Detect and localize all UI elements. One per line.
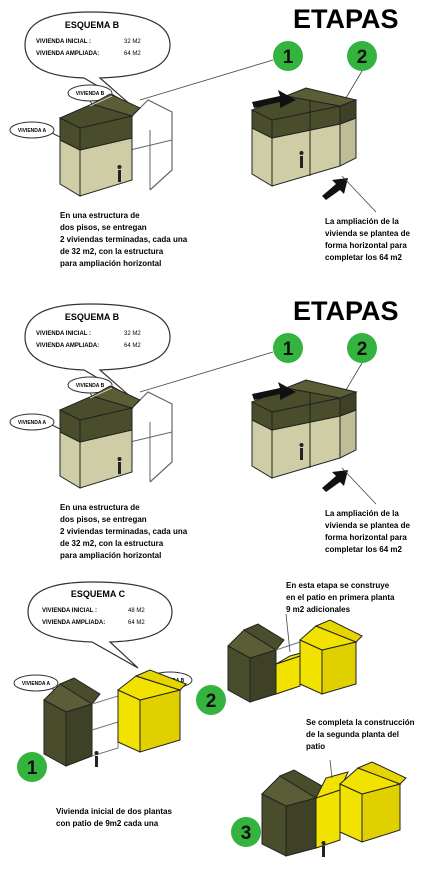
stage-2-badge: 2 <box>196 685 226 715</box>
arrow-expansion-bottom <box>322 178 348 200</box>
esquema-bubble: ESQUEMA B VIVIENDA INICIAL : 32 M2 VIVIE… <box>24 11 171 107</box>
caption-right: La ampliación de la vivienda se plantea … <box>325 509 412 554</box>
svg-text:3: 3 <box>241 823 252 844</box>
svg-text:2: 2 <box>206 691 217 712</box>
svg-text:VIVIENDA A: VIVIENDA A <box>18 128 47 134</box>
building-expanded <box>250 87 358 187</box>
stage-1-badge: 1 <box>273 41 303 71</box>
svg-text:1: 1 <box>27 758 38 779</box>
svg-text:En esta etapa se construye: En esta etapa se construye en el patio e… <box>286 581 397 614</box>
leader-stage1 <box>139 59 274 101</box>
stage-2-badge: 2 <box>347 333 377 363</box>
panel-esquema-b-2: ETAPAS ESQUEMA B VIVIENDA INICIAL : 32 M… <box>9 296 412 560</box>
tag-vivienda-b: VIVIENDA B <box>67 376 113 403</box>
caption-stage3: Se completa la construcción de la segund… <box>306 718 417 751</box>
tag-vivienda-b: VIVIENDA B <box>67 84 113 111</box>
panel-esquema-c: ESQUEMA C VIVIENDA INICIAL : 48 M2 VIVIE… <box>13 581 417 857</box>
bubble-title: ESQUEMA B <box>65 312 120 322</box>
caption-right: La ampliación de la vivienda se plantea … <box>325 217 412 262</box>
esquema-bubble: ESQUEMA C VIVIENDA INICIAL : 48 M2 VIVIE… <box>27 581 173 669</box>
etapas-title: ETAPAS <box>293 4 399 34</box>
stage-1-badge: 1 <box>273 333 303 363</box>
stage-1-badge: 1 <box>17 752 47 782</box>
arrow-expansion-bottom <box>322 470 348 492</box>
bubble-row2-value: 64 M2 <box>124 343 141 349</box>
svg-text:1: 1 <box>283 339 294 360</box>
bubble-title: ESQUEMA C <box>71 589 126 599</box>
caption-left: En una estructura de dos pisos, se entre… <box>60 503 189 560</box>
svg-text:VIVIENDA B: VIVIENDA B <box>76 383 105 389</box>
building-stage1 <box>43 669 187 767</box>
svg-text:La ampliación de la vi: La ampliación de la vivienda se plantea … <box>325 217 412 262</box>
bubble-row1-value: 48 M2 <box>128 608 145 614</box>
caption-stage1: Vivienda inicial de dos plantas con pati… <box>56 807 174 828</box>
svg-text:Se completa la construcción: Se completa la construcción de la segund… <box>306 718 417 751</box>
tag-vivienda-a: VIVIENDA A <box>9 413 63 431</box>
caption-left: En una estructura de dos pisos, se entre… <box>60 211 189 268</box>
stage-2-badge: 2 <box>347 41 377 71</box>
building-initial <box>58 385 173 489</box>
bubble-row1-value: 32 M2 <box>124 331 141 337</box>
bubble-row2-label: VIVIENDA AMPLIADA: <box>42 620 105 626</box>
stage-3-badge: 3 <box>231 817 261 847</box>
svg-text:En una estructura de d: En una estructura de dos pisos, se entre… <box>60 211 189 268</box>
bubble-row1-label: VIVIENDA INICIAL : <box>42 608 97 614</box>
bubble-row1-label: VIVIENDA INICIAL : <box>36 39 91 45</box>
esquema-bubble: ESQUEMA B VIVIENDA INICIAL : 32 M2 VIVIE… <box>24 303 171 399</box>
panel-esquema-b-1: ETAPAS ESQUEMA B VIVIENDA INICIAL : 32 M… <box>9 4 412 268</box>
bubble-row2-label: VIVIENDA AMPLIADA: <box>36 343 99 349</box>
svg-text:VIVIENDA A: VIVIENDA A <box>18 420 47 426</box>
building-stage2 <box>227 613 363 703</box>
svg-text:En una estructura de d: En una estructura de dos pisos, se entre… <box>60 503 189 560</box>
svg-text:Vivienda inicial de dos planta: Vivienda inicial de dos plantas con pati… <box>56 807 174 828</box>
svg-text:2: 2 <box>357 47 368 68</box>
etapas-title: ETAPAS <box>293 296 399 326</box>
bubble-row2-value: 64 M2 <box>124 51 141 57</box>
svg-text:VIVIENDA B: VIVIENDA B <box>76 91 105 97</box>
svg-text:2: 2 <box>357 339 368 360</box>
bubble-row2-value: 64 M2 <box>128 620 145 626</box>
svg-text:VIVIENDA A: VIVIENDA A <box>22 681 51 687</box>
svg-text:La ampliación de la vi: La ampliación de la vivienda se plantea … <box>325 509 412 554</box>
bubble-row2-label: VIVIENDA AMPLIADA: <box>36 51 99 57</box>
svg-text:1: 1 <box>283 47 294 68</box>
arrow-expansion-top <box>252 382 296 400</box>
building-expanded <box>250 379 358 479</box>
building-stage3 <box>261 759 407 857</box>
building-initial <box>58 93 173 197</box>
tag-vivienda-a: VIVIENDA A <box>13 674 61 697</box>
bubble-title: ESQUEMA B <box>65 20 120 30</box>
arrow-expansion-top <box>252 90 296 108</box>
bubble-row1-value: 32 M2 <box>124 39 141 45</box>
bubble-row1-label: VIVIENDA INICIAL : <box>36 331 91 337</box>
caption-stage2: En esta etapa se construye en el patio e… <box>286 581 397 614</box>
tag-vivienda-a: VIVIENDA A <box>9 121 63 139</box>
